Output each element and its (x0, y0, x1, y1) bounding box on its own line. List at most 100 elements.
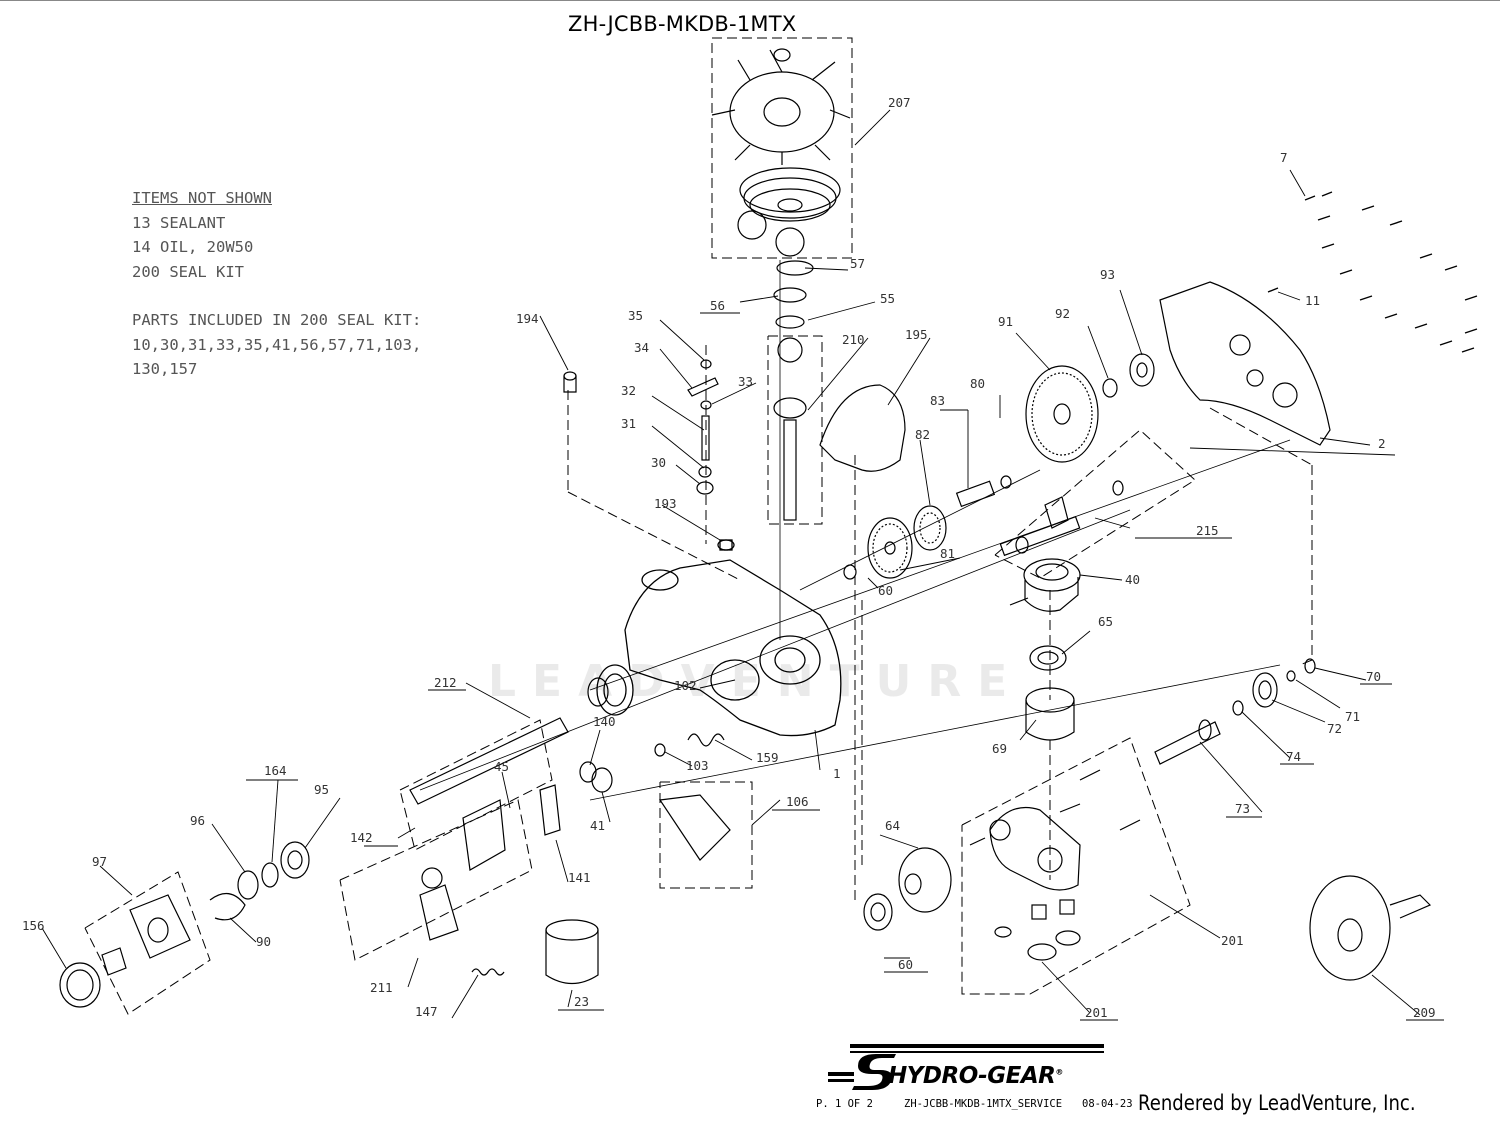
callout-label: 2 (1378, 436, 1386, 451)
seal-icon (237, 870, 259, 900)
brake-arm-icon (419, 884, 459, 941)
seal-icon (863, 893, 893, 931)
leadventure-watermark: LEADVENTURE (488, 656, 1024, 707)
callout-label: 83 (930, 393, 945, 408)
group-box-207 (711, 37, 853, 259)
shaft-icon (1154, 719, 1221, 765)
callout-label: 57 (850, 256, 865, 271)
callout-label: 32 (621, 383, 636, 398)
callout-label: 55 (880, 291, 895, 306)
callout-label: 96 (190, 813, 205, 828)
washer-icon (261, 862, 279, 888)
note-item: 14 OIL, 20W50 (132, 238, 254, 256)
callout-label: 80 (970, 376, 985, 391)
washer-icon (773, 287, 807, 303)
callout-label: 106 (786, 794, 809, 809)
hydro-gear-logo (828, 1044, 1104, 1090)
bracket-icon (462, 799, 506, 871)
side-cover-icon (819, 384, 906, 472)
nut-icon (700, 359, 712, 369)
seal-icon (696, 481, 714, 495)
bracket-icon (539, 784, 561, 836)
callout-label: 193 (654, 496, 677, 511)
washer-icon (700, 400, 712, 410)
o-ring-icon (1304, 658, 1316, 674)
wheel-hub-icon (1309, 875, 1432, 981)
note-item: 13 SEALANT (132, 213, 226, 232)
callout-label: 141 (568, 870, 591, 885)
callout-label: 64 (885, 818, 900, 833)
washer-icon (579, 761, 597, 783)
nut-icon (737, 210, 767, 240)
callout-label: 41 (590, 818, 605, 833)
bearing-icon (1129, 353, 1155, 387)
group-box-210 (767, 335, 823, 525)
callout-label: 156 (22, 918, 45, 933)
seal-kit-line: 130,157 (132, 360, 198, 378)
callout-label: 195 (905, 327, 928, 342)
oil-filter-icon (545, 919, 599, 985)
spring-icon (687, 733, 725, 747)
washer-icon (1000, 475, 1012, 489)
callout-label: 210 (842, 332, 865, 347)
note-item: 200 SEAL KIT (132, 262, 244, 281)
callout-label: 73 (1235, 801, 1250, 816)
document-date: 08-04-23 (1082, 1098, 1133, 1110)
callout-label: 90 (256, 934, 271, 949)
callout-label: 72 (1327, 721, 1342, 736)
callout-label: 212 (434, 675, 457, 690)
brake-shaft-icon (999, 480, 1124, 557)
washer-icon (843, 564, 857, 580)
pinion-gear-icon (913, 505, 947, 551)
shaft-icon (955, 480, 996, 508)
callout-label: 201 (1085, 1005, 1108, 1020)
callout-label: 164 (264, 763, 287, 778)
callout-label: 31 (621, 416, 636, 431)
callout-label: 60 (878, 583, 893, 598)
callout-label: 82 (915, 427, 930, 442)
o-ring-icon (775, 315, 805, 329)
callout-label: 91 (998, 314, 1013, 329)
shaft-icon (701, 415, 710, 461)
washer-icon (1232, 700, 1244, 716)
callout-label: 207 (888, 95, 911, 110)
fan-icon (711, 48, 851, 165)
o-ring-icon (698, 466, 712, 478)
callout-label: 81 (940, 546, 955, 561)
bearing-icon (1029, 645, 1067, 671)
callout-label: 45 (494, 759, 509, 774)
hydro-gear-logo-text: HYDRO-GEAR® (888, 1063, 1063, 1089)
callout-label: 194 (516, 311, 539, 326)
nut-icon (775, 227, 805, 257)
callout-label: 142 (350, 830, 373, 845)
group-box-201 (961, 737, 1191, 995)
callout-label: 159 (756, 750, 779, 765)
seal-kit-header: PARTS INCLUDED IN 200 SEAL KIT: (132, 311, 422, 329)
callout-label: 33 (738, 374, 753, 389)
callout-label: 23 (574, 994, 589, 1009)
retaining-ring-icon (209, 893, 246, 921)
callout-label: 35 (628, 308, 643, 323)
callout-label: 11 (1305, 293, 1320, 308)
callout-label: 70 (1366, 669, 1381, 684)
callout-label: 65 (1098, 614, 1113, 629)
pulley-icon (739, 167, 841, 222)
washer-icon (1286, 670, 1296, 682)
callout-label: 209 (1413, 1005, 1436, 1020)
motor-block-icon (898, 847, 952, 913)
hub-icon (101, 894, 191, 976)
callout-label: 74 (1286, 749, 1301, 764)
callout-label: 56 (710, 298, 725, 313)
cover-plate-icon (1159, 281, 1331, 446)
group-box-211 (339, 799, 533, 961)
bolt-icon (1267, 191, 1478, 353)
axle-icon (409, 677, 609, 805)
callout-label: 30 (651, 455, 666, 470)
input-shaft-icon (773, 337, 807, 521)
callout-label: 97 (92, 854, 107, 869)
cover-icon (658, 794, 731, 861)
document-id: ZH-JCBB-MKDB-1MTX_SERVICE (904, 1098, 1063, 1110)
top-border (0, 0, 1500, 1)
